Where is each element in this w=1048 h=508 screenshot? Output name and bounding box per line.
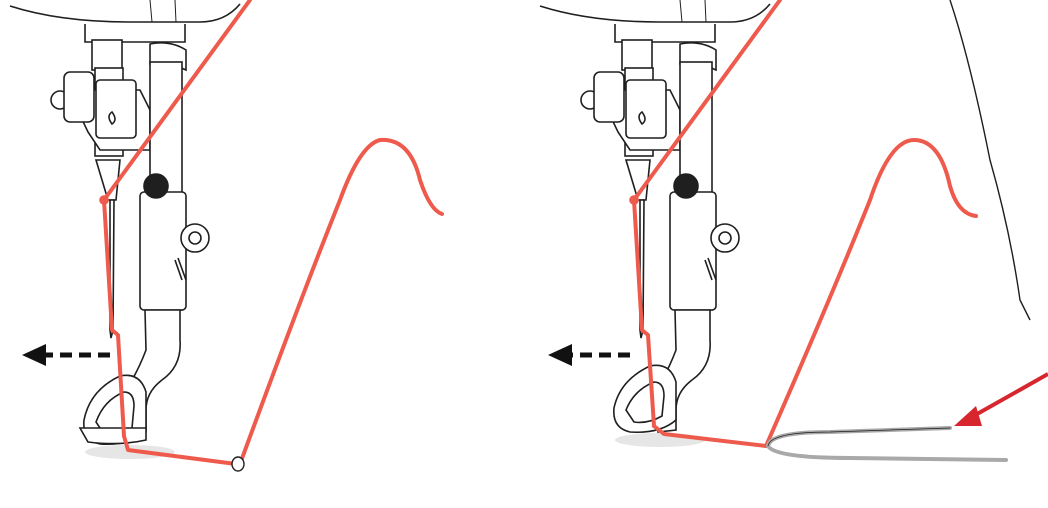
needle-clamp xyxy=(581,72,680,150)
presser-foot-illustration-left xyxy=(0,0,450,508)
machine-body xyxy=(540,0,770,42)
illustration-panel-right xyxy=(530,0,1048,508)
dashed-arrow-left-icon xyxy=(548,344,630,366)
presser-foot xyxy=(614,310,710,447)
presser-foot xyxy=(80,310,180,459)
thread-end xyxy=(232,457,244,471)
fabric-edge xyxy=(950,0,1030,320)
dashed-arrow-left-icon xyxy=(22,344,110,366)
red-arrow-icon xyxy=(954,374,1048,426)
presser-foot-illustration-right xyxy=(530,0,1048,508)
gray-thread-loop xyxy=(768,428,1006,460)
presser-bar xyxy=(670,62,739,310)
needle-clamp xyxy=(51,72,150,150)
machine-body xyxy=(10,0,240,42)
illustration-panel-left xyxy=(0,0,450,508)
presser-bar xyxy=(140,62,209,310)
